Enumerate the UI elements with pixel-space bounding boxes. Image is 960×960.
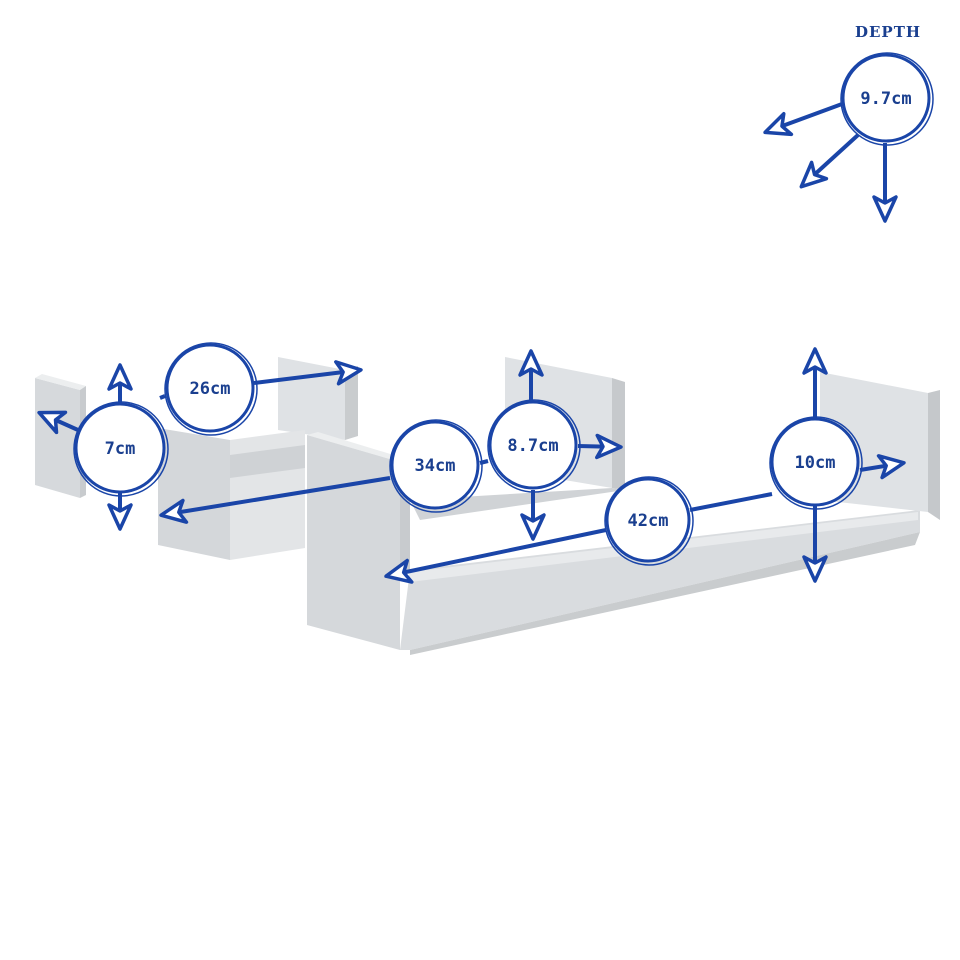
badge-medium-width: 34cm <box>389 419 483 513</box>
dimension-arrows <box>37 102 906 584</box>
arrow-right-icon <box>253 360 363 386</box>
badge-large-height: 10cm <box>769 416 863 510</box>
arrow-left-icon <box>159 476 391 524</box>
medium-height-label: 8.7cm <box>507 436 558 456</box>
small-width-label: 26cm <box>190 379 231 399</box>
badge-large-width: 42cm <box>604 476 694 566</box>
medium-width-label: 34cm <box>415 456 456 476</box>
arrow-right-icon <box>859 454 906 480</box>
small-height-label: 7cm <box>105 439 136 459</box>
badge-depth: 9.7cm <box>840 52 934 146</box>
arrow-left-icon <box>384 528 607 584</box>
arrow-left-icon <box>763 102 843 137</box>
badge-medium-height: 8.7cm <box>487 399 581 493</box>
large-width-label: 42cm <box>628 511 669 531</box>
large-shelf <box>307 372 940 655</box>
large-height-label: 10cm <box>795 453 836 473</box>
connector-line <box>689 492 773 512</box>
depth-value-label: 9.7cm <box>860 89 911 109</box>
arrow-right-icon <box>577 433 623 460</box>
badge-small-width: 26cm <box>164 342 258 436</box>
arrow-left-icon <box>37 410 79 435</box>
badge-small-height: 7cm <box>73 401 169 497</box>
arrow-down-left-icon <box>799 133 860 189</box>
connector-line <box>159 394 166 400</box>
depth-title: DEPTH <box>855 23 921 41</box>
